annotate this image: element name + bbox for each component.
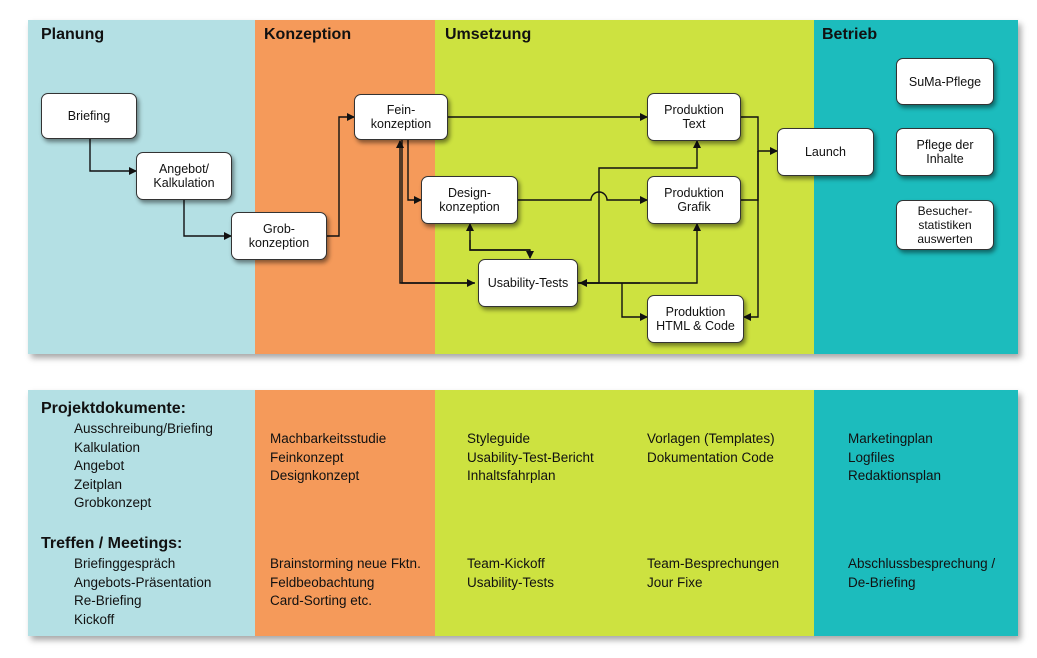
- list-item: Jour Fixe: [647, 574, 703, 590]
- treffen-heading: Treffen / Meetings:: [41, 535, 183, 552]
- node-besucherstatistiken: Besucher- statistiken auswerten: [896, 200, 994, 250]
- documents-panel: [28, 390, 1018, 636]
- node-pflege-inhalte: Pflege der Inhalte: [896, 128, 994, 176]
- projektdokumente-heading: Projektdokumente:: [41, 400, 186, 417]
- node-usability-tests: Usability-Tests: [478, 259, 578, 307]
- list-item: Usability-Tests: [467, 574, 555, 590]
- betrieb-meetings-list: Abschlussbesprechung / De-Briefing: [848, 555, 995, 592]
- list-item: Kalkulation: [74, 439, 141, 455]
- list-item: Card-Sorting etc.: [270, 593, 373, 608]
- list-item: Angebots-Präsentation: [74, 574, 212, 590]
- list-item: Dokumentation Code: [647, 449, 774, 465]
- list-item: Feinkonzept: [270, 449, 344, 465]
- list-item: Marketingplan: [848, 431, 933, 446]
- umsetzung-meetings-list-1: Team-Kickoff Usability-Tests: [467, 555, 554, 592]
- list-item: Logfiles: [848, 449, 895, 465]
- umsetzung-documents-list-1: Styleguide Usability-Test-Bericht Inhalt…: [467, 430, 594, 486]
- node-produktion-text: Produktion Text: [647, 93, 741, 141]
- phase-title-umsetzung: Umsetzung: [445, 26, 532, 43]
- planung-meetings-list: Briefinggespräch Angebots-Präsentation R…: [74, 555, 211, 629]
- phase-title-konzeption: Konzeption: [264, 26, 352, 43]
- umsetzung-documents-list-2: Vorlagen (Templates) Dokumentation Code: [647, 430, 775, 467]
- list-item: Angebot: [74, 458, 125, 473]
- konzeption-meetings-list: Brainstorming neue Fktn. Feldbeobachtung…: [270, 555, 421, 611]
- list-item: Vorlagen (Templates): [647, 431, 775, 446]
- list-item: Kickoff: [74, 611, 115, 627]
- node-produktion-html: Produktion HTML & Code: [647, 295, 744, 343]
- list-item: Feldbeobachtung: [270, 574, 375, 590]
- node-produktion-grafik: Produktion Grafik: [647, 176, 741, 224]
- list-item: Inhaltsfahrplan: [467, 468, 556, 483]
- node-grobkonzeption: Grob- konzeption: [231, 212, 327, 260]
- konzeption-documents-list: Machbarkeitsstudie Feinkonzept Designkon…: [270, 430, 386, 486]
- list-item: Usability-Test-Bericht: [467, 449, 594, 465]
- list-item: Styleguide: [467, 431, 531, 446]
- list-item: De-Briefing: [848, 574, 916, 590]
- list-item: Zeitplan: [74, 476, 123, 492]
- node-suma-pflege: SuMa-Pflege: [896, 58, 994, 105]
- list-item: Grobkonzept: [74, 495, 152, 510]
- list-item: Re-Briefing: [74, 593, 142, 608]
- node-launch: Launch: [777, 128, 874, 176]
- list-item: Machbarkeitsstudie: [270, 431, 387, 446]
- list-item: Team-Besprechungen: [647, 556, 780, 571]
- node-briefing: Briefing: [41, 93, 137, 139]
- list-item: Abschlussbesprechung /: [848, 556, 996, 571]
- list-item: Ausschreibung/Briefing: [74, 421, 213, 436]
- node-angebot-kalkulation: Angebot/ Kalkulation: [136, 152, 232, 200]
- list-item: Brainstorming neue Fktn.: [270, 556, 421, 571]
- list-item: Briefinggespräch: [74, 556, 176, 571]
- phase-title-planung: Planung: [41, 26, 105, 43]
- phase-title-betrieb: Betrieb: [822, 26, 878, 43]
- planung-documents-list: Ausschreibung/Briefing Kalkulation Angeb…: [74, 420, 213, 513]
- umsetzung-meetings-list-2: Team-Besprechungen Jour Fixe: [647, 555, 779, 592]
- list-item: Designkonzept: [270, 468, 360, 483]
- betrieb-documents-list: Marketingplan Logfiles Redaktionsplan: [848, 430, 941, 486]
- list-item: Team-Kickoff: [467, 556, 545, 571]
- node-designkonzeption: Design- konzeption: [421, 176, 518, 224]
- list-item: Redaktionsplan: [848, 468, 942, 483]
- phase-band-konzeption: [255, 20, 435, 354]
- node-feinkonzeption: Fein- konzeption: [354, 94, 448, 140]
